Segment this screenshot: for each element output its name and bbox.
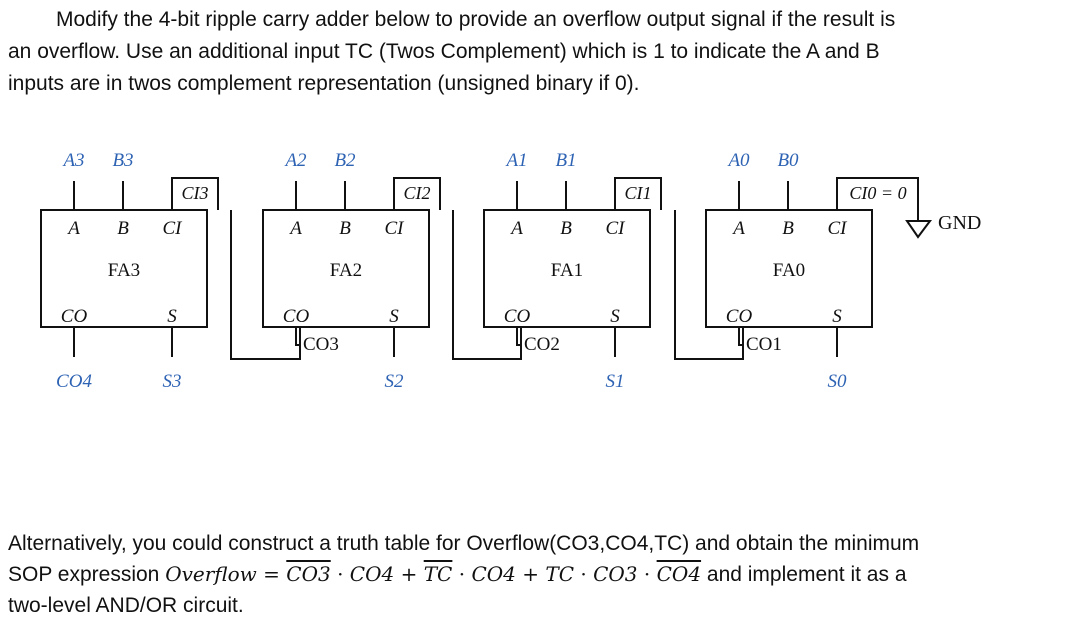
fa1-pin-b: B <box>560 218 572 239</box>
fa3-carry-in-label: CI3 <box>182 183 209 203</box>
fa1-input-b-label: B1 <box>555 150 576 171</box>
footer-line-3: two-level AND/OR circuit. <box>8 594 244 617</box>
fa2-sum-out-label: S2 <box>385 371 405 392</box>
footer-line-1: Alternatively, you could construct a tru… <box>8 532 920 555</box>
fa1-name: FA1 <box>551 260 583 281</box>
fa0-carry-in-label: CI0 = 0 <box>849 183 906 203</box>
footer-suffix: and implement it as a <box>701 563 907 586</box>
fa3-input-a-label: A3 <box>61 150 84 171</box>
footer-prefix: SOP expression <box>8 563 166 586</box>
fa2-name: FA2 <box>330 260 362 281</box>
term3-co4: CO4 <box>656 562 702 586</box>
eq-sign: = <box>256 562 287 586</box>
term3-co3: CO3 <box>593 562 638 586</box>
dot-3: · <box>574 562 594 586</box>
fa2-carry-in-label: CI2 <box>404 183 431 203</box>
fa0-input-b-label: B0 <box>777 150 799 171</box>
fa0-name: FA0 <box>773 260 805 281</box>
fa1-pin-s: S <box>610 306 620 327</box>
fa2-input-b-label: B2 <box>334 150 356 171</box>
fa2-carry-out-label: CO3 <box>303 334 339 355</box>
fa3-pin-b: B <box>117 218 129 239</box>
plus-1: + <box>394 562 424 586</box>
fa3-sum-out-label: S3 <box>163 371 182 392</box>
fa3-pin-co: CO <box>61 306 88 327</box>
fa1-pin-co: CO <box>504 306 531 327</box>
ground-label: GND <box>938 212 981 234</box>
fa0-input-a-label: A0 <box>726 150 750 171</box>
term1-co4: CO4 <box>349 562 395 586</box>
fa0-pin-a: A <box>731 218 745 239</box>
eq-lhs: Overflow <box>165 562 257 586</box>
footer-line-2: SOP expression Overflow = CO3 · CO4 + TC… <box>8 559 1073 590</box>
fa2-pin-ci: CI <box>385 218 406 239</box>
carry-wire-co3 <box>230 210 301 360</box>
intro-line-1: Modify the 4-bit ripple carry adder belo… <box>56 8 896 31</box>
fa0-pin-b: B <box>782 218 794 239</box>
alternative-note: Alternatively, you could construct a tru… <box>8 528 1073 621</box>
intro-line-2: an overflow. Use an additional input TC … <box>8 40 880 63</box>
fa1-pin-a: A <box>509 218 523 239</box>
dot-2: · <box>452 562 472 586</box>
dot-1: · <box>330 562 350 586</box>
carry-wire-co1 <box>674 210 744 360</box>
fa1-carry-out-label: CO2 <box>524 334 560 355</box>
term2-tc: TC <box>423 562 453 586</box>
fa0-sum-out-label: S0 <box>828 371 848 392</box>
fa3-name: FA3 <box>108 260 140 281</box>
fa3-input-b-label: B3 <box>112 150 133 171</box>
ground-icon <box>905 220 932 239</box>
fa0-pin-s: S <box>832 306 842 327</box>
fa3-pin-ci: CI <box>163 218 184 239</box>
fa1-input-a-label: A1 <box>504 150 527 171</box>
carry-wire-co2 <box>452 210 522 360</box>
fa0-pin-ci: CI <box>828 218 849 239</box>
intro-line-3: inputs are in twos complement representa… <box>8 72 640 95</box>
fa3-final-carry-label: CO4 <box>56 371 92 392</box>
fa1-pin-ci: CI <box>606 218 627 239</box>
fa2-pin-co: CO <box>283 306 310 327</box>
fa2-pin-a: A <box>288 218 302 239</box>
dot-4: · <box>637 562 657 586</box>
fa0-pin-co: CO <box>726 306 753 327</box>
fa2-pin-s: S <box>389 306 399 327</box>
fa2-input-a-label: A2 <box>283 150 307 171</box>
fa3-pin-a: A <box>66 218 80 239</box>
plus-2: + <box>515 562 546 586</box>
term2-co4: CO4 <box>471 562 516 586</box>
term3-tc: TC <box>545 562 575 586</box>
term1-co3: CO3 <box>286 562 331 586</box>
fa0-carry-out-label: CO1 <box>746 334 782 355</box>
problem-statement: Modify the 4-bit ripple carry adder belo… <box>8 4 1068 100</box>
fa2-pin-b: B <box>339 218 351 239</box>
fa1-carry-in-label: CI1 <box>625 183 652 203</box>
fa3-pin-s: S <box>167 306 177 327</box>
fa1-sum-out-label: S1 <box>606 371 625 392</box>
